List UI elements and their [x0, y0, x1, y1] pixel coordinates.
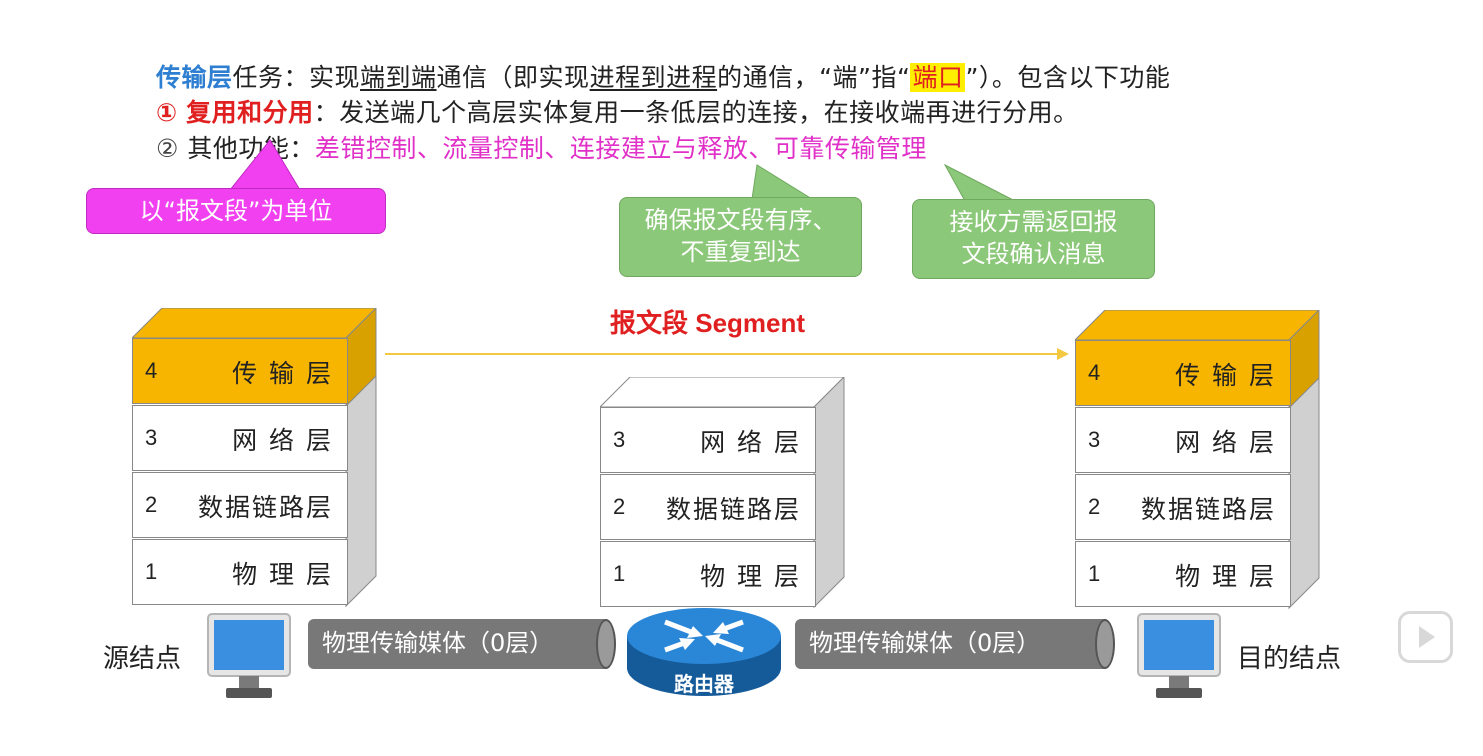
cable-end — [596, 619, 616, 669]
router-stack-3d — [600, 377, 845, 609]
ordered-delivery-line-2: 不重复到达 — [680, 238, 801, 266]
source-layer-4: 4 传 输 层 — [132, 338, 348, 404]
segment-unit-callout: 以“报文段”为单位 — [86, 188, 386, 234]
router-stack: 3 网 络 层 2 数据链路层 1 物 理 层 — [600, 377, 845, 609]
item-number-1: ① — [156, 98, 178, 127]
layer-number: 2 — [613, 494, 626, 519]
task-text-1: 任务：实现 — [232, 63, 361, 92]
process-to-process-term: 进程到进程 — [589, 63, 718, 92]
right-medium-label: 物理传输媒体（0层） — [809, 629, 1041, 657]
other-functions-items: 差错控制、流量控制、连接建立与释放、可靠传输管理 — [314, 134, 927, 163]
layer-name: 传 输 层 — [1175, 361, 1276, 390]
layer-number: 4 — [145, 358, 158, 383]
layer-name: 物 理 层 — [1175, 562, 1276, 591]
dest-layer-4: 4 传 输 层 — [1075, 340, 1291, 406]
callout-tails — [228, 139, 1016, 202]
router-layer-3: 3 网 络 层 — [600, 407, 816, 473]
ordered-delivery-line-1: 确保报文段有序、 — [644, 206, 837, 234]
left-medium-label: 物理传输媒体（0层） — [322, 629, 554, 657]
ack-callout: 接收方需返回报 文段确认消息 — [912, 199, 1155, 279]
dest-layer-3: 3 网 络 层 — [1075, 407, 1291, 473]
dest-node-label: 目的结点 — [1237, 644, 1342, 674]
segment-label: 报文段 Segment — [610, 308, 806, 338]
mux-keyword: 复用和分用 — [186, 98, 314, 127]
router-layer-2: 2 数据链路层 — [600, 474, 816, 540]
layer-name: 网 络 层 — [1175, 428, 1276, 457]
dest-computer-icon — [1137, 613, 1221, 698]
task-line: 传输层任务：实现端到端通信（即实现进程到进程的通信，“端”指“端口”）。包含以下… — [156, 58, 1170, 94]
router-icon — [627, 608, 781, 696]
ordered-delivery-callout: 确保报文段有序、 不重复到达 — [619, 197, 862, 277]
source-stack-3d — [132, 308, 377, 608]
router: 路由器 — [625, 606, 783, 701]
item-number-2: ② — [156, 134, 179, 163]
left-medium-cable: 物理传输媒体（0层） — [308, 619, 616, 669]
layer-name: 网 络 层 — [700, 428, 801, 457]
source-stack: 4 传 输 层 3 网 络 层 2 数据链路层 1 物 理 层 — [132, 308, 377, 608]
layer-name: 物 理 层 — [232, 560, 333, 589]
source-layer-1: 1 物 理 层 — [132, 539, 348, 605]
task-text-2: 通信（即实现 — [436, 63, 590, 92]
dest-stack: 4 传 输 层 3 网 络 层 2 数据链路层 1 物 理 层 — [1075, 310, 1320, 610]
port-term: 端口 — [910, 63, 966, 92]
task-text-3: 的通信，“端”指“ — [717, 63, 911, 92]
source-computer-icon — [207, 613, 291, 698]
source-layer-3: 3 网 络 层 — [132, 405, 348, 471]
layer-number: 3 — [613, 427, 626, 452]
ack-line-1: 接收方需返回报 — [949, 208, 1118, 236]
other-functions-line: ② 其他功能：差错控制、流量控制、连接建立与释放、可靠传输管理 — [156, 129, 927, 165]
task-text-4: ”）。包含以下功能 — [965, 63, 1171, 92]
layer-number: 1 — [613, 561, 626, 586]
layer-number: 2 — [145, 492, 158, 517]
layer-number: 3 — [1088, 427, 1101, 452]
segment-arrow — [385, 348, 1069, 360]
router-layer-1: 1 物 理 层 — [600, 541, 816, 607]
layer-number: 2 — [1088, 494, 1101, 519]
layer-name: 物 理 层 — [700, 562, 801, 591]
layer-number: 1 — [1088, 561, 1101, 586]
source-node-label: 源结点 — [103, 644, 182, 674]
transport-layer-keyword: 传输层 — [156, 63, 233, 92]
cable-end — [1095, 619, 1115, 669]
dest-stack-3d — [1075, 310, 1320, 610]
layer-name: 数据链路层 — [1140, 495, 1276, 524]
mux-description: ：发送端几个高层实体复用一条低层的连接，在接收端再进行分用。 — [313, 98, 1079, 127]
layer-name: 数据链路层 — [665, 495, 801, 524]
dest-layer-2: 2 数据链路层 — [1075, 474, 1291, 540]
layer-number: 3 — [145, 425, 158, 450]
video-player-icon[interactable] — [1398, 611, 1453, 663]
ack-line-2: 文段确认消息 — [961, 240, 1106, 268]
router-label: 路由器 — [674, 672, 734, 696]
layer-name: 传 输 层 — [232, 359, 333, 388]
layer-name: 数据链路层 — [197, 493, 333, 522]
source-layer-2: 2 数据链路层 — [132, 472, 348, 538]
layer-number: 4 — [1088, 360, 1101, 385]
layer-name: 网 络 层 — [232, 426, 333, 455]
play-icon — [1419, 626, 1435, 648]
end-to-end-term: 端到端 — [360, 63, 437, 92]
layer-number: 1 — [145, 559, 158, 584]
other-functions-lead: 其他功能： — [187, 134, 315, 163]
right-medium-cable: 物理传输媒体（0层） — [795, 619, 1115, 669]
dest-layer-1: 1 物 理 层 — [1075, 541, 1291, 607]
mux-line: ① 复用和分用：发送端几个高层实体复用一条低层的连接，在接收端再进行分用。 — [156, 93, 1079, 129]
